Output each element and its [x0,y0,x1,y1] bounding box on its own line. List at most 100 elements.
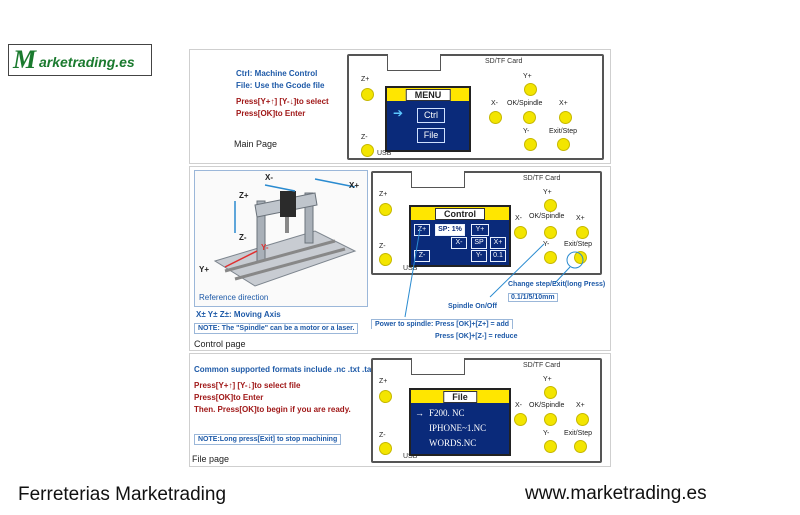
control-lcd-screen: Control Z+ SP: 1% Y+ X- SP X+ Z- Y- 0.1 [409,205,511,267]
xplus-label: X+ [576,402,585,409]
exit-step-button[interactable] [574,251,587,264]
logo-text: arketrading.es [39,54,135,70]
zplus-button[interactable] [379,390,392,403]
main-file-text: File: Use the Gcode file [236,81,325,90]
zminus-label: Z- [361,134,368,141]
cell-spindle[interactable]: SP [471,237,487,249]
xplus-button[interactable] [576,413,589,426]
file-item[interactable]: WORDS.NC [429,438,477,448]
control-title: Control [435,208,485,220]
main-controller-board: SD/TF Card USB Z+ Z- MENU ➔ Ctrl File Y+… [347,54,604,160]
yplus-button[interactable] [524,83,537,96]
control-controller-board: SD/TF Card USB Z+ Z- Control Z+ SP: 1% Y… [371,171,602,275]
yplus-button[interactable] [544,199,557,212]
zminus-label: Z- [379,432,386,439]
spindle-note: NOTE: The "Spindle" can be a motor or a … [194,323,359,334]
cell-yplus[interactable]: Y+ [471,224,489,236]
zplus-label: Z+ [379,378,388,385]
yplus-label: Y+ [523,73,532,80]
usb-label: USB [403,265,418,272]
yminus-button[interactable] [524,138,537,151]
axis-yplus: Y+ [199,265,210,274]
file-enter-text: Press[OK]to Enter [194,393,264,402]
cell-yminus[interactable]: Y- [471,250,487,262]
xminus-button[interactable] [514,226,527,239]
main-select-text: Press[Y+↑] [Y-↓]to select [236,97,329,106]
file-page-caption: File page [192,454,230,464]
exit-step-button[interactable] [574,440,587,453]
control-page-panel: X- X+ Z+ Z- Y+ Y- Reference direction X±… [189,166,611,351]
sd-label: SD/TF Card [523,362,561,369]
xminus-button[interactable] [489,111,502,124]
zplus-button[interactable] [361,88,374,101]
logo-initial: M [13,45,37,74]
yminus-label: Y- [543,241,550,248]
yminus-label: Y- [543,430,550,437]
xminus-button[interactable] [514,413,527,426]
supported-formats-text: Common supported formats include .nc .tx… [194,365,377,374]
ok-spindle-button[interactable] [523,111,536,124]
cnc-machine-illustration: X- X+ Z+ Z- Y+ Y- Reference direction [194,170,368,307]
ok-spindle-button[interactable] [544,226,557,239]
ok-spindle-button[interactable] [544,413,557,426]
spindle-on-off-callout: Spindle On/Off [448,303,497,310]
arrow-right-icon: → [415,408,424,418]
logo: M arketrading.es [8,44,152,76]
main-ctrl-text: Ctrl: Machine Control [236,69,318,78]
file-item[interactable]: IPHONE~1.NC [429,423,487,433]
file-begin-text: Then. Press[OK]to begin if you are ready… [194,405,351,414]
ok-spindle-label: OK/Spindle [529,213,565,220]
zminus-label: Z- [379,243,386,250]
usb-label: USB [403,453,418,460]
cell-xminus[interactable]: X- [451,237,467,249]
exit-step-button[interactable] [557,138,570,151]
sd-slot [411,358,465,375]
zminus-button[interactable] [379,442,392,455]
exit-step-label: Exit/Step [564,241,593,248]
usb-label: USB [377,150,392,157]
control-page-caption: Control page [194,339,246,349]
xplus-button[interactable] [559,111,572,124]
menu-item-file[interactable]: File [417,128,445,143]
axis-xplus: X+ [349,181,360,190]
power-reduce-callout: Press [OK]+[Z-] = reduce [435,333,518,340]
menu-item-ctrl[interactable]: Ctrl [417,108,445,123]
file-select-text: Press[Y+↑] [Y-↓]to select file [194,381,301,390]
yplus-label: Y+ [543,189,552,196]
xplus-label: X+ [559,100,568,107]
cell-step[interactable]: 0.1 [490,250,506,262]
step-values-callout: 0.1/1/5/10mm [508,293,558,302]
footer-website[interactable]: www.marketrading.es [525,483,707,504]
cell-xplus[interactable]: X+ [490,237,506,249]
file-title: File [443,391,477,403]
arrow-right-icon: ➔ [393,106,404,120]
axis-xminus: X- [265,173,273,182]
yminus-button[interactable] [544,251,557,264]
moving-axis-text: X± Y± Z±: Moving Axis [196,310,281,319]
yplus-label: Y+ [543,376,552,383]
file-item[interactable]: F200. NC [429,408,465,418]
stop-machining-note: NOTE:Long press[Exit] to stop machining [194,434,342,445]
cnc-machine-icon [213,178,357,287]
zminus-button[interactable] [379,253,392,266]
exit-step-label: Exit/Step [564,430,593,437]
sd-slot [387,54,441,71]
xplus-button[interactable] [576,226,589,239]
zplus-label: Z+ [361,76,370,83]
sd-slot [411,171,465,188]
callout-lines [404,228,584,318]
xminus-label: X- [515,215,522,222]
yminus-button[interactable] [544,440,557,453]
main-enter-text: Press[OK]to Enter [236,109,306,118]
cell-zplus[interactable]: Z+ [414,224,430,236]
yplus-button[interactable] [544,386,557,399]
zplus-button[interactable] [379,203,392,216]
axis-zminus: Z- [239,233,247,242]
cell-zminus[interactable]: Z- [414,250,430,262]
menu-title: MENU [405,89,451,101]
main-page-caption: Main Page [234,139,278,149]
xminus-label: X- [491,100,498,107]
cell-spindle-power: SP: 1% [435,224,465,236]
zminus-button[interactable] [361,144,374,157]
sd-label: SD/TF Card [485,58,523,65]
